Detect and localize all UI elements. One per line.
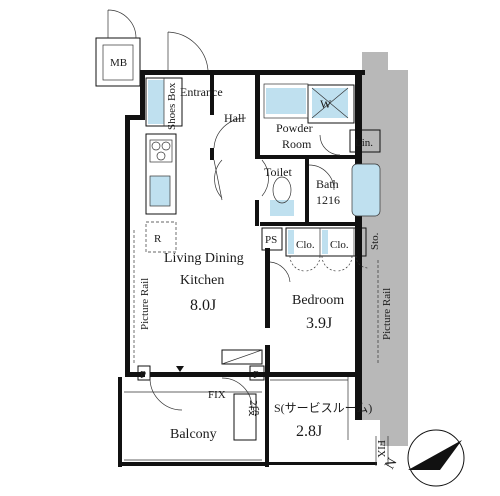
stairs-label: 2段: [247, 400, 261, 417]
ldk-label-2: Kitchen: [180, 273, 224, 288]
stove: [149, 139, 173, 163]
ldk-label-1: Living Dining: [164, 251, 244, 266]
window-arrow: [176, 366, 184, 372]
powder-door-arc: [319, 134, 341, 156]
balcony-label: Balcony: [170, 427, 217, 442]
clo-1-label: Clo.: [296, 239, 315, 251]
bathtub: [352, 164, 380, 216]
mb-label: MB: [110, 57, 127, 69]
mb-door-arc: [107, 9, 137, 39]
kitchen-sink-outline: [149, 175, 171, 207]
hall-label: Hall: [224, 111, 245, 125]
north-compass-circle: [407, 429, 465, 487]
north-compass-needle: [408, 440, 462, 470]
balcony-door-arc: [149, 377, 253, 411]
lin-label: Lin.: [355, 137, 373, 149]
bath-label: Bath: [316, 177, 339, 191]
toilet-label: Toilet: [264, 165, 292, 179]
entrance-door-arc: [167, 31, 209, 72]
kitchen-counter: [145, 133, 177, 215]
washer-x: [311, 87, 349, 119]
walls: [118, 70, 377, 467]
closet-2: [322, 230, 328, 254]
fix-label-2: FIX: [375, 440, 387, 458]
balcony-rail: [124, 391, 262, 461]
bedroom-size: 3.9J: [306, 315, 332, 332]
exterior-wall-right: [362, 52, 408, 446]
burner-2: [161, 141, 171, 151]
closet-1: [288, 230, 294, 254]
room-label: Room: [282, 137, 312, 151]
service-room-label: S(サービスルーム): [274, 401, 372, 415]
burner-3: [156, 151, 166, 161]
p-label-2: P: [253, 369, 259, 381]
refrigerator: [145, 221, 177, 253]
toilet-bowl: [272, 176, 292, 204]
ps-label: PS: [265, 234, 277, 246]
fix-marker: [375, 436, 389, 466]
bathtub-outline: [351, 163, 381, 217]
shoes-box-label: Shoes Box: [166, 82, 178, 130]
ps-box: [261, 227, 283, 251]
kitchen-sink: [150, 176, 170, 206]
bedroom-door-arc: [269, 261, 291, 283]
service-room-size: 2.8J: [296, 423, 322, 440]
picture-rail-right-label: Picture Rail: [381, 288, 393, 340]
r-label: R: [154, 233, 162, 245]
powder-label: Powder: [276, 121, 313, 135]
stairs-box: [233, 393, 257, 441]
mb-box: [95, 37, 141, 87]
shoes-box-cabinet: [148, 80, 164, 124]
p-box-1: [137, 365, 151, 381]
ac-unit: [221, 349, 263, 365]
sto-label: Sto.: [369, 232, 381, 250]
north-label: N: [382, 456, 400, 472]
linen-cabinet: [349, 129, 381, 153]
picture-rail-left-label: Picture Rail: [139, 278, 151, 330]
ac-unit-diag: [221, 349, 263, 365]
clo-2-label: Clo.: [330, 239, 349, 251]
bath-door-arc: [308, 164, 335, 191]
bath-size-label: 1216: [316, 193, 340, 207]
entrance-label: Entrance: [180, 85, 223, 99]
mb-inner: [102, 44, 134, 81]
p-box-2: [249, 365, 265, 381]
ldk-door-arc: [213, 159, 223, 201]
vanity-outline: [263, 83, 309, 119]
ldk-size: 8.0J: [190, 297, 216, 314]
p-label-1: P: [140, 369, 146, 381]
toilet-tank: [270, 200, 294, 216]
w-label: W: [320, 97, 332, 111]
bedroom-label: Bedroom: [292, 293, 344, 308]
service-room-border: [270, 377, 349, 440]
closets-outline: [285, 227, 367, 257]
hall-door-arc: [213, 117, 247, 149]
toilet-door-arc: [261, 159, 269, 197]
burner-1: [151, 141, 161, 151]
vanity: [266, 88, 306, 114]
fix-label-1: FIX: [208, 389, 226, 401]
